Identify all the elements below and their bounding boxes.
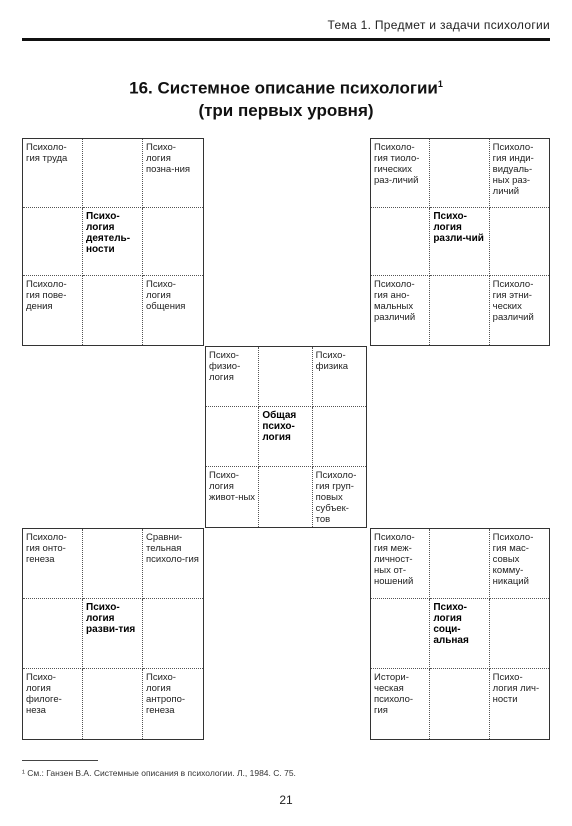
grid-center-cell: Общая психо-логия bbox=[259, 407, 313, 467]
grid-cell bbox=[430, 139, 490, 208]
grid-cell bbox=[489, 208, 549, 277]
title-footnote-mark: 1 bbox=[437, 79, 443, 89]
grid-cell: Психоло-гия инди-видуаль-ных раз-личий bbox=[489, 139, 549, 208]
grid-cell: Психоло-гия ано-мальных различий bbox=[371, 276, 431, 345]
grid-cell: Сравни-тельная психоло-гия bbox=[143, 529, 203, 599]
grid-cell: Истори-ческая психоло-гия bbox=[371, 669, 431, 739]
grid-cell: Психоло-гия этни-ческих различий bbox=[492, 279, 534, 324]
grid-cell: Психоло-гия тиоло-гических раз-личий bbox=[371, 139, 431, 208]
page-number: 21 bbox=[279, 793, 293, 807]
grid-cell bbox=[312, 407, 366, 467]
grid-center-cell: Психо-логия соци-альная bbox=[430, 599, 490, 669]
grid-bottom-left: Психоло-гия онто-генеза Сравни-тельная п… bbox=[22, 528, 204, 740]
grid-cell bbox=[259, 347, 313, 407]
grid-top-right: Психоло-гия тиоло-гических раз-личий Пси… bbox=[370, 138, 550, 346]
footnote-rule bbox=[22, 760, 98, 761]
grid-cell bbox=[143, 599, 203, 669]
grid-cell bbox=[430, 669, 490, 739]
grid-bottom-right: Психоло-гия меж-личност-ных от-ношений П… bbox=[370, 528, 550, 740]
grid-cell bbox=[371, 599, 431, 669]
grid-cell bbox=[430, 529, 490, 599]
page-title: 16. Системное описание психологии1 (три … bbox=[0, 73, 572, 122]
grid-center-cell: Психо-логия деятель-ности bbox=[83, 207, 143, 277]
grid-cell bbox=[143, 208, 203, 277]
grid-cell: Психо-логия филоге-неза bbox=[23, 669, 83, 739]
grid-cell bbox=[489, 599, 549, 669]
grid-cell bbox=[430, 276, 490, 345]
grid-cell: Психоло-гия онто-генеза bbox=[23, 529, 83, 599]
grid-center-cell: Психо-логия разли-чий bbox=[430, 207, 490, 277]
grid-cell: Психо-логия антропо-генеза bbox=[146, 672, 186, 716]
footnote: ¹ См.: Ганзен В.А. Системные описания в … bbox=[22, 768, 296, 778]
grid-cell: Психоло-гия груп-повых субъек-тов bbox=[315, 470, 357, 525]
grid-cell: Психоло-гия пове-дения bbox=[23, 276, 83, 345]
header-rule bbox=[22, 38, 550, 41]
title-line2: (три первых уровня) bbox=[198, 100, 374, 120]
grid-cell: Психоло-гия меж-личност-ных от-ношений bbox=[371, 529, 431, 599]
grid-cell bbox=[23, 599, 83, 669]
grid-cell bbox=[371, 207, 431, 277]
grid-cell: Психо-физика bbox=[312, 347, 366, 407]
grid-cell bbox=[83, 276, 143, 345]
grid-cell bbox=[206, 407, 260, 467]
grid-cell: Психоло-гия труда bbox=[23, 139, 83, 208]
running-head: Тема 1. Предмет и задачи психологии bbox=[327, 18, 550, 32]
grid-cell: Психо-физио-логия bbox=[206, 347, 260, 407]
grid-cell: Психо-логия позна-ния bbox=[143, 139, 203, 208]
title-line1: 16. Системное описание психологии bbox=[129, 78, 438, 98]
grid-cell: Психо-логия живот-ных bbox=[206, 467, 260, 527]
grid-center: Психо-физио-логия Психо-физика Общая пси… bbox=[205, 346, 367, 528]
grid-center-cell: Психо-логия разви-тия bbox=[83, 599, 143, 669]
grid-cell bbox=[259, 467, 313, 527]
grid-cell bbox=[83, 669, 143, 739]
grid-cell: Психоло-гия мас-совых комму-никаций bbox=[489, 529, 549, 599]
grid-cell bbox=[23, 207, 83, 277]
grid-cell bbox=[83, 529, 143, 599]
grid-top-left: Психоло-гия труда Психо-логия позна-ния … bbox=[22, 138, 204, 346]
grid-cell: Психо-логия общения bbox=[146, 279, 186, 313]
grid-cell bbox=[83, 139, 143, 208]
grid-cell: Психо-логия лич-ности bbox=[492, 672, 540, 705]
